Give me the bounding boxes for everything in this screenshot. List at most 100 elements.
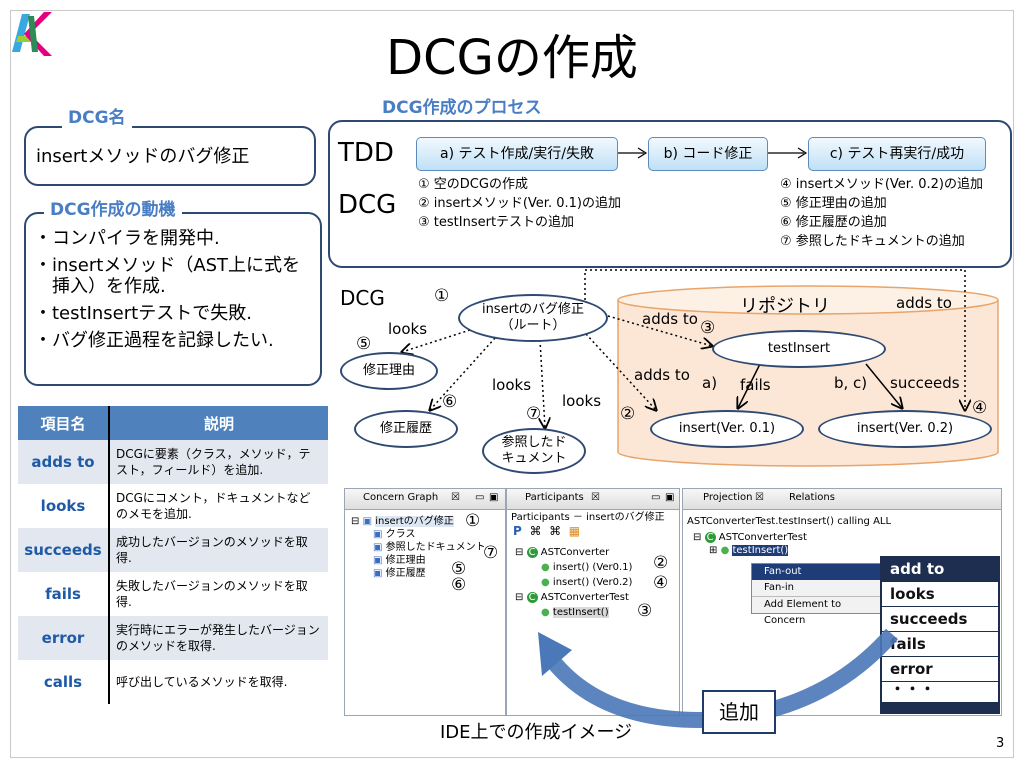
edge-label-fails: fails xyxy=(740,376,771,394)
tree-item-label: クラス xyxy=(385,529,416,540)
minimize-icon[interactable]: ▭ xyxy=(475,492,485,503)
tree-item-label: insert() (Ver0.1) xyxy=(552,562,633,573)
tree-item[interactable]: ⊟ C ASTConverterTest xyxy=(693,532,807,543)
tree-item[interactable]: ⊞ ● testInsert() xyxy=(709,545,789,556)
tree-item-label: insert() (Ver0.2) xyxy=(552,577,633,588)
dcg-step: ⑤ 修正理由の追加 xyxy=(780,196,887,211)
add-arrow xyxy=(538,628,899,729)
dcg-steps-left: ① 空のDCGの作成 ② insertメソッド(Ver. 0.1)の追加 ③ t… xyxy=(418,175,621,232)
participants-tab[interactable]: Participants xyxy=(525,492,584,503)
table-desc: DCGにコメント，ドキュメントなどのメモを追加. xyxy=(109,484,328,528)
testinsert-node-label: testInsert xyxy=(767,341,831,356)
marker-4: ④ xyxy=(653,573,669,593)
close-icon[interactable]: ☒ xyxy=(755,492,764,503)
add-callout: 追加 xyxy=(702,690,776,734)
dcg-step: ① 空のDCGの作成 xyxy=(418,177,528,192)
projection-tree: ⊟ C ASTConverterTest ⊞ ● testInsert() xyxy=(693,531,807,557)
tree-item-label: 修正履歴 xyxy=(385,568,426,579)
motivation-box: ・コンパイラを開発中. ・insertメソッド（AST上に式を 挿入）を作成. … xyxy=(24,212,322,386)
menu-item-fan-out[interactable]: Fan-out xyxy=(752,564,880,580)
step-b: b) コード修正 xyxy=(648,137,768,171)
edge-label-adds-to: adds to xyxy=(896,294,952,312)
table-key: error xyxy=(18,616,110,660)
maximize-icon[interactable]: ▣ xyxy=(489,492,499,503)
marker-6: ⑥ xyxy=(451,575,467,595)
marker-6: ⑥ xyxy=(442,392,458,412)
root-node-label: insertのバグ修正（ルート） xyxy=(481,302,585,333)
tree-item-root[interactable]: ⊟ ▣ insertのバグ修正 xyxy=(351,516,454,527)
dcg-step: ② insertメソッド(Ver. 0.1)の追加 xyxy=(418,196,621,211)
dcg-name-box: insertメソッドのバグ修正 xyxy=(24,126,316,186)
projection-tab[interactable]: Projection xyxy=(703,492,753,503)
menu-item-fan-in[interactable]: Fan-in xyxy=(764,582,795,593)
marker-3: ③ xyxy=(637,601,653,621)
dcg-steps-right: ④ insertメソッド(Ver. 0.2)の追加 ⑤ 修正理由の追加 ⑥ 修正… xyxy=(780,175,983,251)
table-header-row: 項目名 説明 xyxy=(18,406,328,440)
table-row: succeeds 成功したバージョンのメソッドを取得. xyxy=(18,528,328,572)
dropdown-item[interactable]: error xyxy=(882,657,998,681)
diagram-label: DCG xyxy=(340,286,385,310)
table-key: looks xyxy=(18,484,110,528)
participants-toolbar: P ⌘ ⌘ ▦ xyxy=(513,525,580,538)
expand-icon[interactable]: ⌘ xyxy=(529,524,542,538)
tree-item[interactable]: ▣ 修正理由 xyxy=(373,555,426,566)
dropdown-item[interactable]: add to xyxy=(882,557,998,581)
close-icon[interactable]: ☒ xyxy=(591,492,600,503)
tree-item[interactable]: ⊟ C ASTConverterTest xyxy=(515,592,629,603)
tree-item[interactable]: ⊟ C ASTConverter xyxy=(515,547,610,558)
collapse-icon[interactable]: ⌘ xyxy=(549,524,562,538)
relation-dropdown: add to looks succeeds fails error ・・・ xyxy=(880,556,1000,714)
tree-item[interactable]: ● insert() (Ver0.1) xyxy=(541,562,633,573)
tree-item[interactable]: ● insert() (Ver0.2) xyxy=(541,577,633,588)
dropdown-item[interactable]: succeeds xyxy=(882,607,998,631)
testinsert-node: testInsert xyxy=(712,330,886,368)
relations-tab[interactable]: Relations xyxy=(789,492,835,503)
docs-node: 参照したドキュメント xyxy=(482,428,586,474)
history-node-label: 修正履歴 xyxy=(379,421,432,436)
menu-item-add-element[interactable]: Add Element to Concern xyxy=(752,596,880,626)
table-desc: 成功したバージョンのメソッドを取得. xyxy=(109,528,328,572)
insert-v01-label: insert(Ver. 0.1) xyxy=(678,421,776,436)
concern-graph-view: Concern Graph ☒ ▭ ▣ ⊟ ▣ insertのバグ修正 ▣ クラ… xyxy=(344,488,506,716)
dropdown-item[interactable]: fails xyxy=(882,632,998,656)
edge-label-looks: looks xyxy=(562,392,602,410)
p-icon[interactable]: P xyxy=(513,524,522,538)
dropdown-item[interactable]: looks xyxy=(882,582,998,606)
participants-view: Participants ☒ ▭ ▣ Participants － insert… xyxy=(506,488,680,716)
table-row: looks DCGにコメント，ドキュメントなどのメモを追加. xyxy=(18,484,328,528)
minimize-icon[interactable]: ▭ xyxy=(651,492,661,503)
tree-item-label: ASTConverter xyxy=(540,547,610,558)
marker-4: ④ xyxy=(972,398,988,418)
projection-tabbar: Projection ☒ Relations xyxy=(683,489,1001,510)
dropdown-item[interactable]: ・・・ xyxy=(882,682,998,702)
motivation-line: ・insertメソッド（AST上に式を xyxy=(34,255,301,276)
tree-item[interactable]: ▣ 参照したドキュメント xyxy=(373,542,486,553)
tree-item-label: testInsert() xyxy=(552,607,609,618)
slide-frame xyxy=(10,10,1014,758)
marker-2: ② xyxy=(620,404,636,424)
marker-1: ① xyxy=(434,286,450,306)
tree-item-label: insertのバグ修正 xyxy=(375,516,454,527)
ide-caption: IDE上での作成イメージ xyxy=(440,722,633,743)
logo-icon xyxy=(12,12,52,56)
dcg-name-header: DCG名 xyxy=(62,108,132,128)
maximize-icon[interactable]: ▣ xyxy=(665,492,675,503)
concern-graph-tab[interactable]: Concern Graph xyxy=(363,492,439,503)
reason-node-label: 修正理由 xyxy=(362,363,415,378)
grid-icon[interactable]: ▦ xyxy=(568,524,581,538)
tree-item[interactable]: ▣ クラス xyxy=(373,529,416,540)
concern-graph-tabbar: Concern Graph ☒ ▭ ▣ xyxy=(345,489,505,510)
marker-7: ⑦ xyxy=(483,543,499,563)
tree-item[interactable]: ▣ 修正履歴 xyxy=(373,568,426,579)
table-header: 項目名 xyxy=(18,406,110,440)
dcg-step: ⑦ 参照したドキュメントの追加 xyxy=(780,234,965,249)
tree-item[interactable]: ● testInsert() xyxy=(541,607,609,618)
dcg-step: ④ insertメソッド(Ver. 0.2)の追加 xyxy=(780,177,983,192)
table-key: succeeds xyxy=(18,528,110,572)
marker-5: ⑤ xyxy=(451,559,467,579)
dcg-step: ③ testInsertテストの追加 xyxy=(418,215,575,230)
dcg-step: ⑥ 修正履歴の追加 xyxy=(780,215,887,230)
motivation-header: DCG作成の動機 xyxy=(44,200,182,220)
close-icon[interactable]: ☒ xyxy=(451,492,460,503)
insert-v02-node: insert(Ver. 0.2) xyxy=(818,410,992,448)
